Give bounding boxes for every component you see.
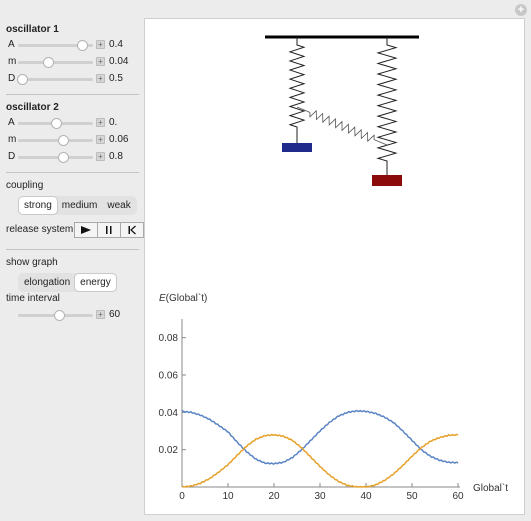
chart-ticks: 0 10 20 30 40 50 60 0.02 0.04 0.06 0.08 [159,333,464,502]
coupling-spring [296,106,388,146]
slider-track[interactable] [18,40,93,51]
slider-track[interactable] [18,57,93,68]
y-tick-label: 0.08 [159,333,179,344]
play-button[interactable] [74,222,98,238]
play-icon [81,226,91,234]
add-icon[interactable]: + [515,4,527,16]
param-label: D [8,73,16,84]
slider-thumb[interactable] [54,310,66,321]
spring-2 [376,37,398,169]
y-tick-label: 0.04 [159,408,179,419]
coupling-option-medium[interactable]: medium [61,200,98,211]
coupling-label: coupling [6,180,44,191]
time-interval-value: 60 [109,309,121,320]
show-graph-selector: elongation energy [18,273,117,292]
param-value: 0.04 [109,56,129,67]
pause-button[interactable] [97,222,121,238]
oscillator1-title: oscillator 1 [6,24,59,35]
divider [6,249,139,250]
param-value: 0.06 [109,134,129,145]
slider-thumb[interactable] [58,152,69,163]
x-tick-label: 10 [222,491,234,502]
energy-chart: E(Global`t) Global`t 0 10 20 30 40 50 60 0.02 0.… [159,292,509,502]
reset-icon [128,225,136,235]
divider [6,172,139,173]
param-label: m [8,134,17,145]
x-tick-label: 30 [314,491,326,502]
spring-system [265,35,419,186]
param-value: 0. [109,117,118,128]
spring-1 [288,37,306,135]
expand-plus-icon[interactable]: + [96,118,105,127]
graph-option-elongation[interactable]: elongation [24,277,71,288]
param-label: D [8,151,16,162]
x-axis-label: Global`t [473,482,508,494]
mass-1 [282,143,312,152]
slider-track[interactable] [18,152,93,163]
expand-plus-icon[interactable]: + [96,310,105,319]
expand-plus-icon[interactable]: + [96,57,105,66]
pause-icon [106,226,112,234]
slider-track[interactable] [16,74,93,85]
slider-thumb[interactable] [50,118,62,129]
slider-thumb[interactable] [76,40,88,51]
expand-plus-icon[interactable]: + [96,40,105,49]
release-buttons [74,222,144,238]
coupling-option-strong[interactable]: strong [19,197,57,214]
slider-row-osc2-m: m + 0.06 [6,133,143,147]
mass-2 [372,175,402,186]
slider-row-osc2-D: D + 0.8 [6,150,143,164]
expand-plus-icon[interactable]: + [96,152,105,161]
slider-thumb[interactable] [16,74,28,85]
expand-plus-icon[interactable]: + [96,74,105,83]
graph-option-energy[interactable]: energy [75,274,116,291]
expand-plus-icon[interactable]: + [96,135,105,144]
slider-row-osc2-A: A + 0. [6,116,143,130]
visualization-panel: E(Global`t) Global`t 0 10 20 30 40 50 60 0.02 0.… [144,18,525,515]
y-axis-label-arg: (Global`t) [166,292,208,304]
param-value: 0.5 [109,73,123,84]
coupling-option-weak[interactable]: weak [107,200,131,211]
slider-track[interactable] [18,118,93,129]
series-line-1 [181,409,459,465]
divider [6,94,139,95]
slider-row-osc1-D: D + 0.5 [6,72,143,86]
show-graph-label: show graph [6,257,58,268]
visualization-canvas: E(Global`t) Global`t 0 10 20 30 40 50 60 0.02 0.… [159,35,509,502]
time-interval-label: time interval [6,293,60,304]
param-label: A [8,117,15,128]
x-tick-label: 60 [452,491,464,502]
param-value: 0.8 [109,151,123,162]
chart-axes [181,319,460,488]
x-tick-label: 0 [179,491,185,502]
param-label: m [8,56,17,67]
slider-row-time-interval: + 60 [6,308,143,322]
y-axis-label: E(Global`t) [159,292,207,304]
x-tick-label: 20 [268,491,280,502]
chart-series [181,409,459,488]
oscillator2-title: oscillator 2 [6,102,59,113]
slider-thumb[interactable] [43,57,54,68]
slider-track[interactable] [18,135,93,146]
slider-track[interactable] [18,310,93,321]
y-tick-label: 0.06 [159,371,179,382]
slider-row-osc1-A: A + 0.4 [6,38,143,52]
control-panel: oscillator 1 A + 0.4 m + 0.04 D + 0.5 os… [0,0,144,521]
coupling-selector: strong medium weak [18,196,137,215]
slider-thumb[interactable] [58,135,69,146]
release-system-label: release system [6,224,74,235]
y-axis-label-prefix: E [159,293,166,304]
y-tick-label: 0.02 [159,445,179,456]
reset-button[interactable] [120,222,144,238]
param-value: 0.4 [109,39,123,50]
x-tick-label: 50 [406,491,418,502]
param-label: A [8,39,15,50]
x-tick-label: 40 [360,491,372,502]
slider-row-osc1-m: m + 0.04 [6,55,143,69]
series-line-2 [181,433,459,488]
